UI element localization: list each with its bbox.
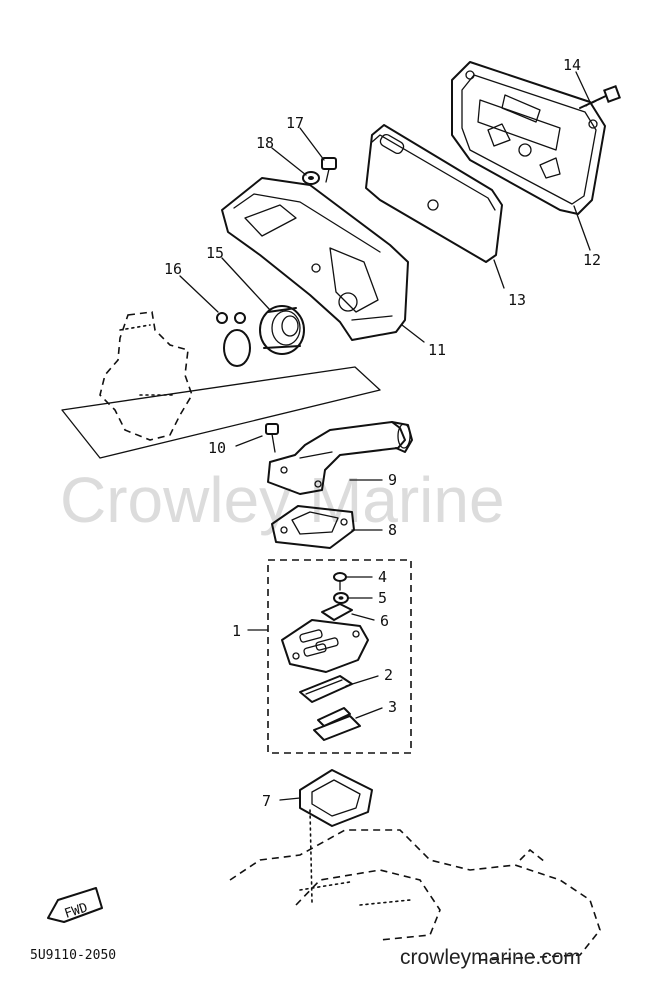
watermark: Crowley Marine	[60, 464, 505, 536]
fwd-label: FWD	[63, 900, 90, 922]
callout-11: 11	[428, 341, 446, 359]
diagram-code: 5U9110-2050	[30, 948, 116, 963]
callout-16: 16	[164, 260, 182, 278]
callout-4: 4	[378, 568, 387, 586]
part-12-silencer-case[interactable]	[451, 61, 606, 215]
part-4-screw[interactable]	[333, 572, 347, 591]
part-5-washer[interactable]	[333, 592, 349, 604]
part-6-stopper[interactable]	[321, 603, 353, 621]
callout-1: 1	[232, 622, 241, 640]
callout-14: 14	[563, 56, 581, 74]
callout-13: 13	[508, 291, 526, 309]
part-10-bolt[interactable]	[265, 423, 279, 453]
part-16-clip[interactable]	[216, 312, 251, 367]
callout-9: 9	[388, 471, 397, 489]
callout-15: 15	[206, 244, 224, 262]
part-18-washer[interactable]	[302, 171, 320, 185]
callout-6: 6	[380, 612, 389, 630]
part-2-reed[interactable]	[299, 675, 353, 703]
callout-10: 10	[208, 439, 226, 457]
part-7-gasket[interactable]	[299, 769, 373, 903]
carburetor-reference	[61, 311, 381, 459]
part-14-screw[interactable]	[579, 85, 621, 109]
crankcase-reference	[229, 829, 601, 961]
callout-17: 17	[286, 114, 304, 132]
fwd-arrow-icon: FWD	[47, 887, 103, 923]
part-17-bolt[interactable]	[321, 157, 337, 183]
part-13-plate[interactable]	[365, 124, 503, 263]
callout-18: 18	[256, 134, 274, 152]
part-3-reed[interactable]	[313, 707, 361, 741]
callout-3: 3	[388, 698, 397, 716]
part-9-intake-elbow[interactable]	[267, 421, 413, 495]
part-15-grommet[interactable]	[259, 305, 305, 355]
leader-lines	[179, 71, 591, 801]
part-1-reed-valve-body[interactable]	[281, 619, 369, 673]
callout-7: 7	[262, 792, 271, 810]
callout-8: 8	[388, 521, 397, 539]
part-11-silencer-body[interactable]	[221, 177, 409, 341]
website-label[interactable]: crowleymarine.com	[400, 946, 581, 969]
callout-2: 2	[384, 666, 393, 684]
callout-12: 12	[583, 251, 601, 269]
callout-5: 5	[378, 589, 387, 607]
